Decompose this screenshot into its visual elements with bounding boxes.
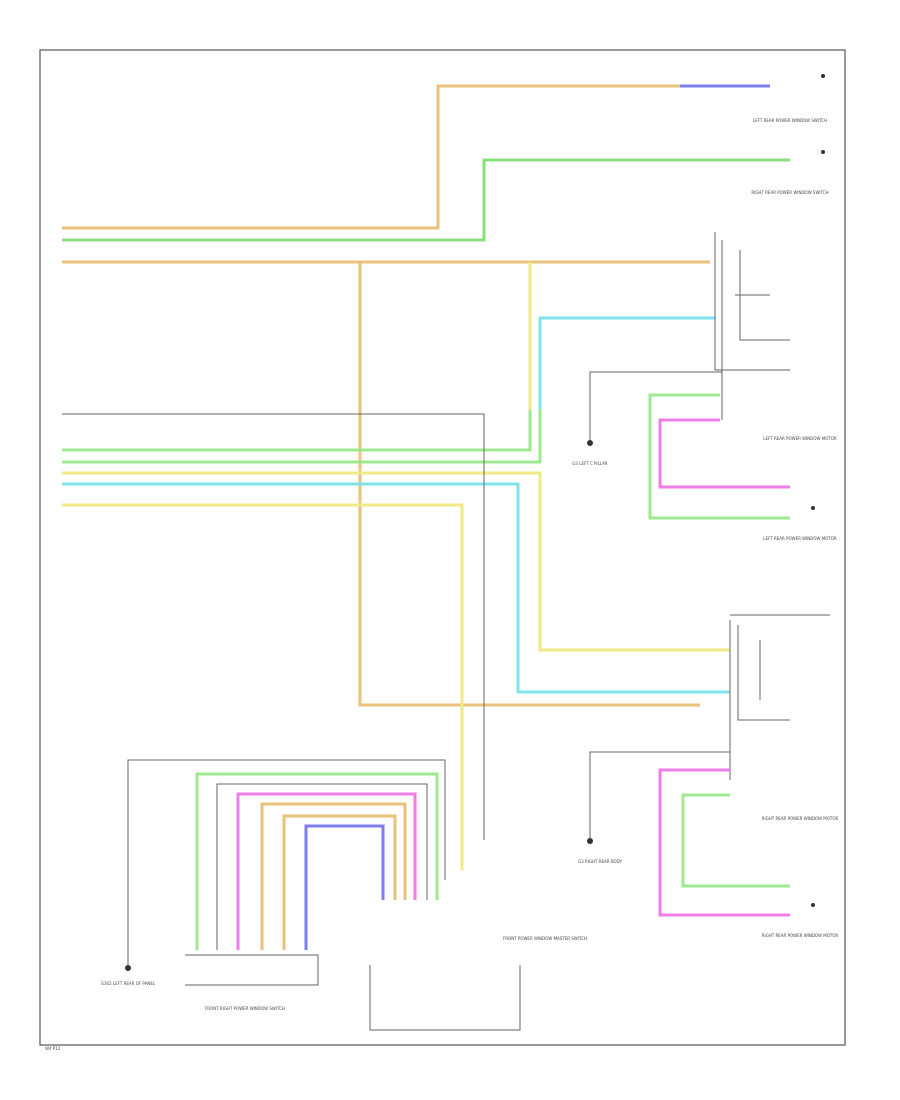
wire-gray-gnd-left bbox=[127, 759, 446, 965]
caption-left-rear-motor-2: LEFT REAR POWER WINDOW MOTOR bbox=[763, 536, 837, 541]
wire-cyan-upper bbox=[538, 316, 715, 410]
motor-symbol-rr bbox=[811, 903, 815, 907]
ground-symbol-left bbox=[125, 965, 131, 971]
wire-pink-lr-motor bbox=[658, 418, 790, 489]
wire-gray-gnd-upper bbox=[589, 371, 722, 440]
caption-ground-mid: G3 LEFT C PILLAR bbox=[572, 461, 608, 466]
wire-faint-bottom bbox=[216, 783, 428, 950]
ground-symbol-mid bbox=[587, 440, 593, 446]
motor-symbol-lr bbox=[811, 506, 815, 510]
wire-green-top bbox=[62, 158, 790, 242]
switch-upper-a bbox=[739, 250, 790, 341]
wire-yellow-left bbox=[62, 471, 730, 652]
wire-tan-bottom-2 bbox=[282, 814, 397, 950]
wire-pink-bottom bbox=[236, 792, 417, 950]
caption-front-right-switch: FRONT RIGHT POWER WINDOW SWITCH bbox=[205, 1006, 285, 1011]
wire-tan-bottom-1 bbox=[260, 802, 407, 950]
wire-faint-gray bbox=[62, 413, 485, 840]
wire-blue-bottom bbox=[304, 824, 385, 950]
switch-box-lower-right bbox=[737, 625, 790, 721]
wire-cyan-left bbox=[62, 482, 730, 694]
caption-left-rear-motor: LEFT REAR POWER WINDOW MOTOR bbox=[763, 436, 837, 441]
ground-symbol-right bbox=[587, 838, 593, 844]
diagram-frame bbox=[39, 49, 846, 1046]
motor-symbol-rr-top bbox=[821, 150, 825, 154]
caption-ground-left: G302 LEFT REAR OF PANEL bbox=[101, 981, 156, 986]
wire-tan-drop bbox=[358, 262, 700, 707]
caption-footer: W4 P12 bbox=[45, 1046, 61, 1051]
switch-box-upper bbox=[714, 232, 790, 371]
wire-tan-top bbox=[62, 84, 760, 230]
wire-green-rr-motor bbox=[681, 793, 790, 888]
wire-green-bottom bbox=[195, 772, 439, 950]
motor-symbol-lr-top bbox=[821, 74, 825, 78]
wire-yellow-left-2 bbox=[62, 503, 464, 870]
caption-left-rear-switch: LEFT REAR POWER WINDOW SWITCH bbox=[753, 118, 827, 123]
caption-right-rear-motor: RIGHT REAR POWER WINDOW MOTOR bbox=[762, 816, 839, 821]
switch-box-bottom-left bbox=[185, 954, 319, 986]
caption-right-rear-switch: RIGHT REAR POWER WINDOW SWITCH bbox=[751, 190, 828, 195]
caption-ground-right: G3 RIGHT REAR BODY bbox=[578, 859, 622, 864]
switch-box-bottom-mid bbox=[369, 965, 521, 1031]
caption-right-rear-motor-2: RIGHT REAR POWER WINDOW MOTOR bbox=[762, 933, 839, 938]
wire-gray-gnd-lower bbox=[589, 751, 730, 838]
wire-pink-rr-motor bbox=[658, 768, 790, 917]
wire-green-lr-motor bbox=[648, 393, 790, 520]
wire-green-left-1 bbox=[62, 410, 532, 452]
wire-green-left-2 bbox=[62, 410, 542, 464]
caption-master-switch: FRONT POWER WINDOW MASTER SWITCH bbox=[503, 936, 587, 941]
